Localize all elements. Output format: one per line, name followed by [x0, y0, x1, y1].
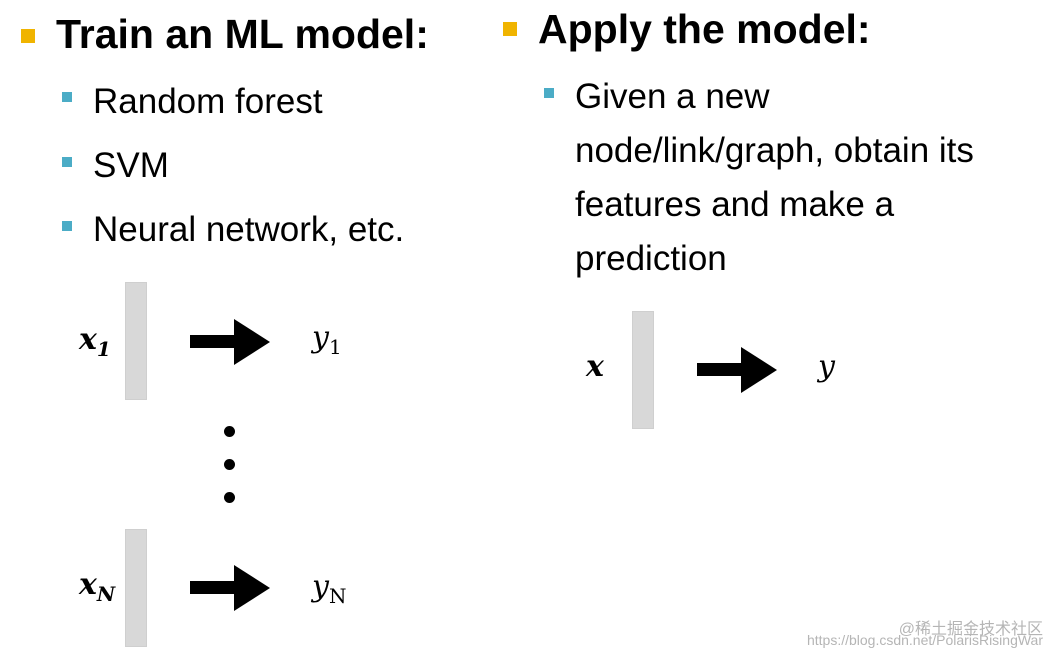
heading-bullet [21, 29, 35, 43]
description-line: features and make a [575, 185, 895, 224]
arrow-right-icon [190, 319, 270, 365]
feature-vector-bar [125, 529, 147, 647]
output-y-label: y [818, 349, 835, 384]
description-line: node/link/graph, obtain its [575, 131, 974, 170]
feature-vector-bar [632, 311, 654, 429]
input-xN-label: xN [79, 567, 116, 606]
output-yN-label: yN [312, 569, 347, 608]
description-line: Given a new [575, 77, 770, 116]
list-item-svm: SVM [93, 146, 169, 185]
list-bullet [62, 92, 72, 102]
feature-vector-bar [125, 282, 147, 400]
train-heading: Train an ML model: [56, 11, 429, 57]
ellipsis-dot [224, 492, 235, 503]
ellipsis-dot [224, 426, 235, 437]
watermark-text: @稀土掘金技术社区 [898, 621, 1043, 638]
apply-heading: Apply the model: [538, 6, 871, 52]
output-y1-label: y1 [312, 320, 342, 359]
description-line: prediction [575, 239, 727, 278]
heading-bullet [503, 22, 517, 36]
list-item-neural-network: Neural network, etc. [93, 210, 405, 249]
arrow-right-icon [697, 347, 777, 393]
arrow-right-icon [190, 565, 270, 611]
list-bullet [62, 157, 72, 167]
list-bullet [62, 221, 72, 231]
input-x-label: x [586, 349, 604, 384]
list-bullet [544, 88, 554, 98]
watermark-url: https://blog.csdn.net/PolarisRisingWar [806, 632, 1043, 648]
ellipsis-dot [224, 459, 235, 470]
apply-description: Given a new node/link/graph, obtain its … [575, 70, 974, 286]
list-item-random-forest: Random forest [93, 82, 323, 121]
input-x1-label: x1 [79, 322, 111, 361]
